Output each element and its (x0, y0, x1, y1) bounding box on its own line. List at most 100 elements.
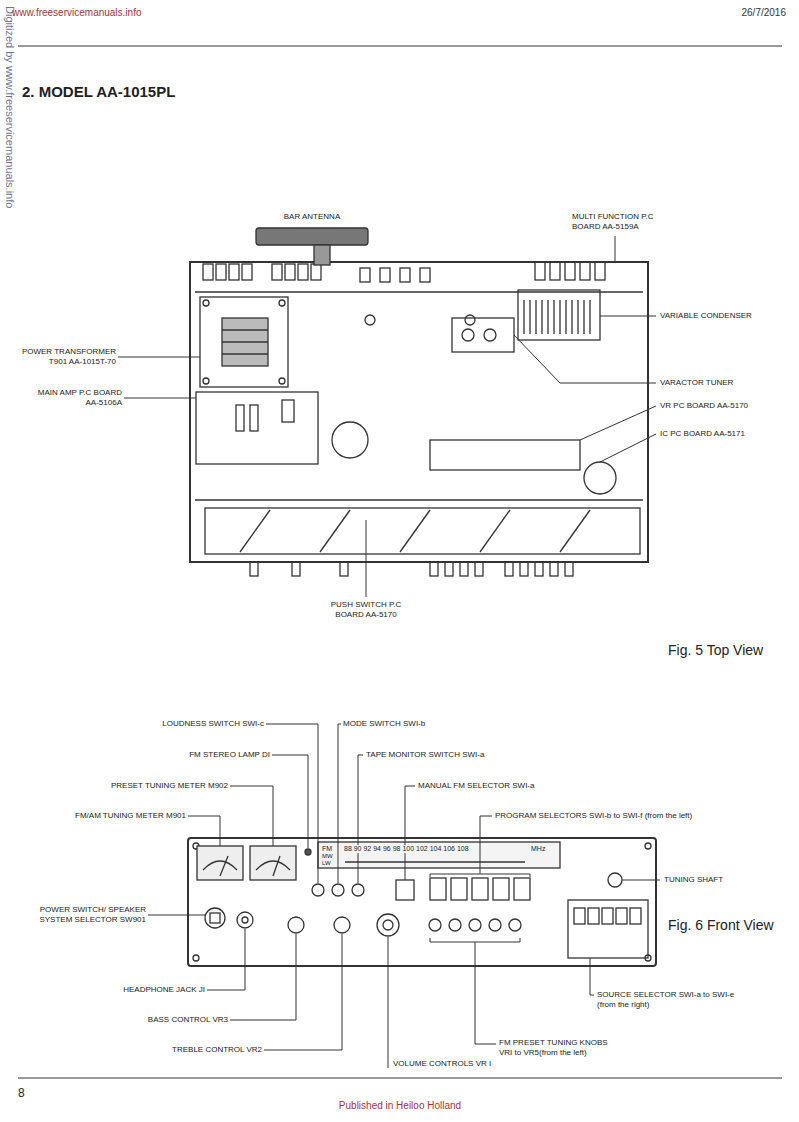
rear-terminals (298, 264, 308, 280)
power-transformer (203, 378, 209, 384)
page-rule (18, 46, 782, 1078)
leader-line (388, 937, 389, 1068)
part-label: LW (321, 860, 332, 867)
knob (469, 919, 481, 931)
toggle-switch (312, 884, 324, 896)
power-transformer (222, 341, 268, 342)
leader-line (615, 236, 616, 262)
leader-line (207, 929, 245, 990)
tuning-shaft (608, 873, 622, 887)
top-view-chassis (190, 228, 648, 576)
source-selector (574, 908, 585, 924)
top-view-chassis (365, 315, 375, 325)
part-label: HEADPHONE JACK JI (123, 985, 205, 995)
top-view-chassis (195, 291, 643, 292)
leader-line (188, 816, 220, 846)
part-label: PRESET TUNING METER M902 (111, 781, 228, 791)
front-knobs (430, 562, 438, 576)
dial-window (318, 842, 560, 868)
meter (273, 856, 280, 876)
leader-line (230, 934, 296, 1020)
source-selector (568, 900, 648, 958)
leader-line (580, 406, 656, 440)
rear-terminals (311, 264, 321, 280)
knob (242, 917, 248, 923)
varactor-tuner (462, 329, 474, 341)
main-amp-board (282, 400, 294, 422)
leader-line (405, 786, 415, 880)
meter (256, 861, 290, 870)
figure-caption: Fig. 6 Front View (668, 917, 774, 934)
leader-line (590, 958, 594, 995)
part-label: MODE SWITCH SWI-b (343, 719, 425, 729)
knob (237, 912, 253, 928)
meter (197, 846, 243, 880)
part-label: 26/7/2016 (742, 7, 787, 19)
part-label: VARIABLE CONDENSER (660, 311, 752, 321)
part-label: FM STEREO LAMP DI (189, 750, 270, 760)
part-label: MHz (530, 845, 546, 853)
front-knobs (475, 562, 483, 576)
program-button (472, 878, 488, 900)
front-knobs (535, 562, 543, 576)
toggle-switch (312, 884, 364, 896)
front-knobs (460, 562, 468, 576)
source-selector (588, 908, 599, 924)
front-knobs (550, 562, 558, 576)
leader-line (622, 880, 660, 881)
capacitor (332, 422, 368, 458)
meter (220, 856, 228, 876)
knob (205, 908, 225, 928)
part-label: Published in Heiloo Holland (339, 1100, 461, 1112)
rear-terminals (380, 268, 390, 282)
front-glass (205, 508, 640, 554)
stereo-lamp (305, 849, 311, 855)
bar-antenna (256, 228, 368, 265)
part-label: BAR ANTENNA (284, 212, 340, 222)
leader-line (475, 942, 496, 1044)
program-button (430, 878, 446, 900)
power-transformer (279, 378, 285, 384)
front-glass (205, 508, 640, 554)
rear-terminals (360, 268, 370, 282)
meter (250, 846, 296, 880)
rear-terminals (216, 264, 226, 280)
dial-pulley (584, 462, 616, 494)
knob (334, 917, 350, 933)
front-knobs (505, 562, 513, 576)
part-label: TAPE MONITOR SWITCH SWI-a (366, 750, 484, 760)
toggle-switch (332, 884, 344, 896)
front-knobs (292, 562, 300, 576)
front-panel (645, 843, 651, 849)
part-label: 8 (18, 1086, 25, 1100)
program-button (430, 878, 530, 900)
leader-line (124, 398, 196, 399)
leader-line (148, 915, 205, 916)
meter (203, 861, 237, 870)
knob (205, 908, 521, 936)
front-panel (188, 838, 656, 966)
page-title: 2. MODEL AA-1015PL (22, 83, 175, 101)
part-label: MANUAL FM SELECTOR SWI-a (418, 781, 534, 791)
rear-terminals (535, 262, 545, 280)
rear-terminals (229, 264, 239, 280)
rear-terminals (400, 268, 410, 282)
main-amp-board (250, 405, 258, 431)
leader-line (600, 316, 656, 317)
rear-terminals (203, 262, 605, 282)
front-glass (240, 510, 590, 552)
power-transformer (279, 300, 285, 306)
manual-button (396, 880, 414, 900)
knob (383, 920, 393, 930)
leader-line (480, 816, 492, 874)
power-transformer (222, 318, 268, 366)
leader-line (358, 755, 363, 883)
power-transformer (200, 297, 288, 387)
front-knobs (250, 562, 258, 576)
rear-terminals (550, 262, 560, 280)
part-label: www.freeservicemanuals.info (12, 7, 142, 19)
bar-antenna (314, 245, 330, 265)
top-view-chassis (190, 262, 648, 562)
rear-terminals (272, 264, 282, 280)
